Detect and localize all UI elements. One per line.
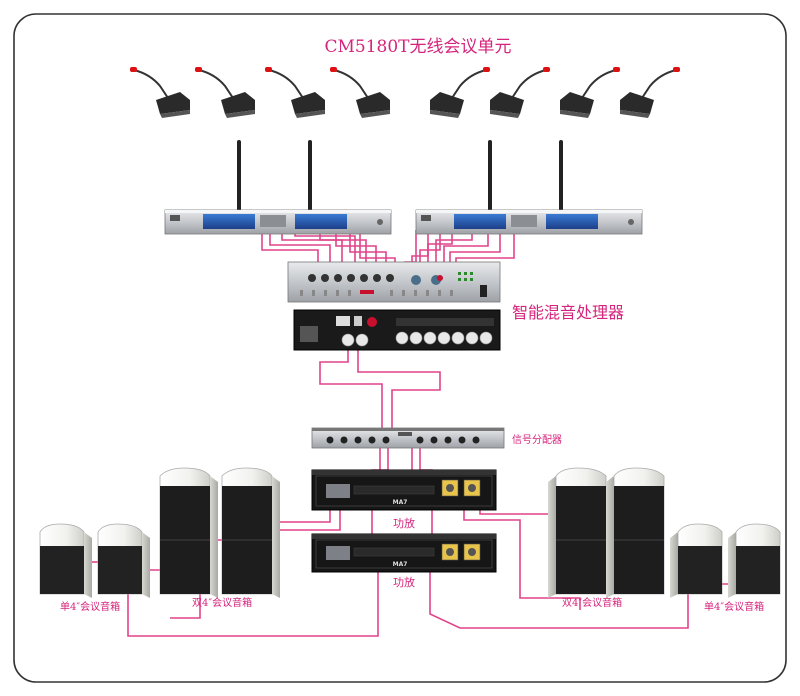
- mixer-front-panel[interactable]: [287, 261, 501, 303]
- receiver-display: [203, 214, 255, 229]
- right-double-speaker-b[interactable]: [606, 467, 665, 598]
- diagram-title: CM5180T无线会议单元: [324, 37, 511, 57]
- amplifier-1[interactable]: MA7: [311, 469, 497, 511]
- microphone[interactable]: [490, 67, 550, 118]
- amplifier-label: 功放: [393, 575, 415, 589]
- microphone[interactable]: [130, 67, 190, 118]
- amplifier-model: MA7: [393, 499, 408, 506]
- wireless-receiver-1[interactable]: [164, 140, 392, 235]
- power-switch[interactable]: [480, 285, 487, 297]
- microphone[interactable]: [560, 67, 620, 118]
- microphone[interactable]: [430, 67, 490, 118]
- right-double-speaker-label: 双4″会议音箱: [562, 596, 622, 609]
- right-single-speaker-label: 单4″会议音箱: [704, 600, 764, 613]
- antenna: [308, 140, 312, 212]
- left-double-speaker-b[interactable]: [221, 467, 280, 598]
- right-single-speaker-a[interactable]: [670, 523, 723, 598]
- mixer-back-panel[interactable]: [293, 309, 501, 351]
- microphone[interactable]: [195, 67, 255, 118]
- right-double-speaker-a[interactable]: [548, 467, 607, 598]
- receiver-display: [546, 214, 598, 229]
- antenna: [559, 140, 563, 212]
- microphone[interactable]: [620, 67, 680, 118]
- amplifier-2[interactable]: MA7: [311, 533, 497, 573]
- antenna: [237, 140, 241, 212]
- left-single-speaker-label: 单4″会议音箱: [60, 600, 120, 613]
- amplifier-label: 功放: [393, 516, 415, 530]
- power-led: [437, 275, 443, 281]
- signal-splitter[interactable]: [311, 427, 505, 449]
- left-single-speaker-b[interactable]: [97, 523, 150, 598]
- antenna: [488, 140, 492, 212]
- left-double-speaker-a[interactable]: [159, 467, 218, 598]
- mixer-label: 智能混音处理器: [512, 303, 624, 322]
- left-single-speaker-a[interactable]: [39, 523, 92, 598]
- outer-frame: [13, 13, 787, 683]
- receiver-display: [295, 214, 347, 229]
- amplifier-model: MA7: [393, 561, 408, 568]
- right-single-speaker-b[interactable]: [728, 523, 781, 598]
- receiver-display: [454, 214, 506, 229]
- microphone[interactable]: [330, 67, 390, 118]
- left-double-speaker-label: 双4″会议音箱: [192, 596, 252, 609]
- splitter-label: 信号分配器: [512, 434, 562, 446]
- microphone-row: [130, 67, 680, 118]
- microphone[interactable]: [265, 67, 325, 118]
- wireless-receiver-2[interactable]: [415, 140, 643, 235]
